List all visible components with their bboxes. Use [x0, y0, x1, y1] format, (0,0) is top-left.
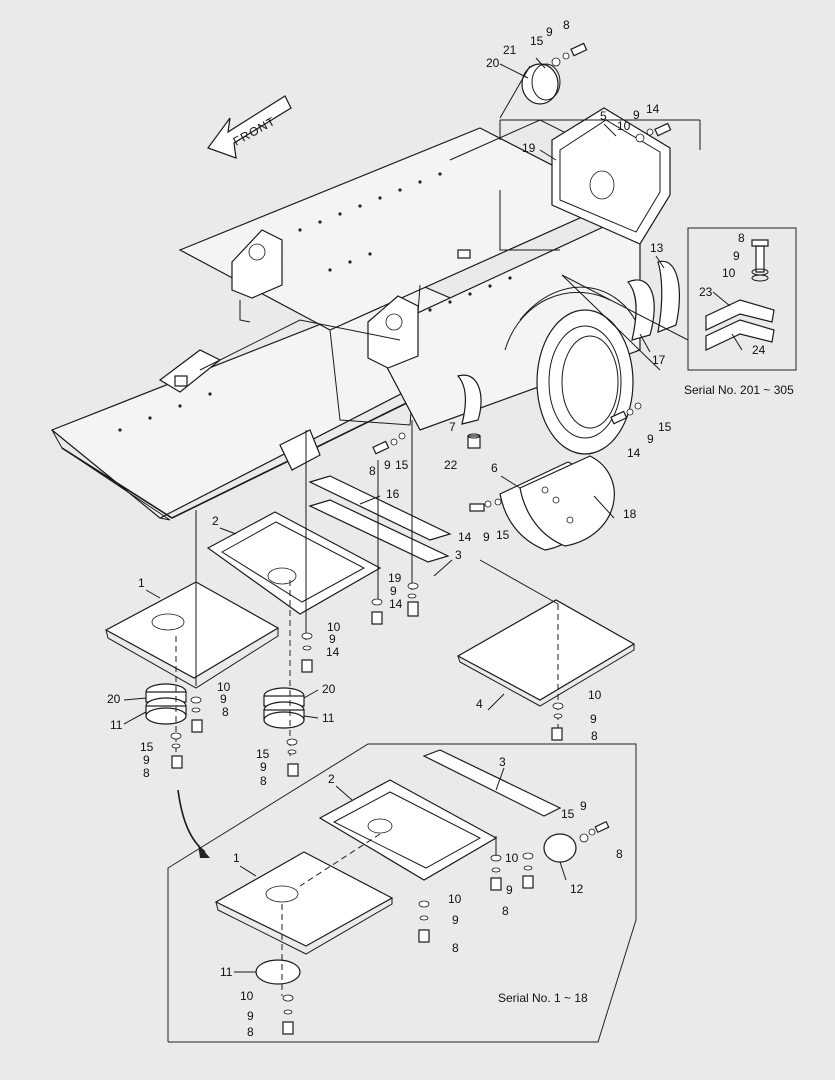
callout-8: 8 — [260, 774, 267, 788]
callout-14: 14 — [326, 645, 340, 659]
callout-14: 14 — [646, 102, 660, 116]
callout-15: 15 — [496, 528, 510, 542]
small-parts-7-22 — [456, 374, 482, 449]
callout-19: 19 — [388, 571, 402, 585]
callout-10: 10 — [505, 851, 519, 865]
callout-21: 21 — [503, 43, 517, 57]
callout-9: 9 — [733, 249, 740, 263]
inset-serial-201-305: Serial No. 201 ~ 305 — [684, 227, 797, 397]
fasteners-upper — [170, 402, 642, 777]
tray-2 — [206, 511, 382, 615]
callout-9: 9 — [580, 799, 587, 813]
callout-16: 16 — [386, 487, 400, 501]
callout-8: 8 — [369, 464, 376, 478]
callout-15: 15 — [561, 807, 575, 821]
callout-10: 10 — [722, 266, 736, 280]
inset-serial-1-18: Serial No. 1 ~ 18 — [167, 743, 637, 1043]
callout-20: 20 — [486, 56, 500, 70]
callout-9: 9 — [220, 692, 227, 706]
side-cover-plate — [551, 107, 672, 245]
callout-13: 13 — [650, 241, 664, 255]
callout-19: 19 — [522, 141, 536, 155]
callout-15: 15 — [530, 34, 544, 48]
callout-11: 11 — [110, 718, 123, 732]
callout-5: 5 — [600, 109, 607, 123]
mount-center — [263, 687, 305, 729]
callout-9: 9 — [546, 25, 553, 39]
callout-1: 1 — [138, 576, 145, 590]
callout-3: 3 — [455, 548, 462, 562]
callout-1: 1 — [233, 851, 240, 865]
callout-15: 15 — [256, 747, 270, 761]
plate-4 — [456, 599, 636, 707]
callout-8: 8 — [591, 729, 598, 743]
callout-9: 9 — [247, 1009, 254, 1023]
callout-22: 22 — [444, 458, 458, 472]
callout-10: 10 — [217, 680, 231, 694]
callout-10: 10 — [448, 892, 462, 906]
callout-8: 8 — [502, 904, 509, 918]
plate-1 — [104, 581, 280, 689]
callout-labels: 8 9 15 21 20 14 9 10 5 19 13 17 8 9 10 2… — [107, 18, 766, 1039]
callout-2: 2 — [212, 514, 219, 528]
callout-24: 24 — [752, 343, 766, 357]
callout-9: 9 — [647, 432, 654, 446]
callout-20: 20 — [107, 692, 121, 706]
leader-lines — [123, 57, 743, 973]
callout-9: 9 — [143, 753, 150, 767]
callout-10: 10 — [240, 989, 254, 1003]
callout-2: 2 — [328, 772, 335, 786]
callout-17: 17 — [652, 353, 666, 367]
callout-9: 9 — [384, 458, 391, 472]
callout-20: 20 — [322, 682, 336, 696]
callout-8: 8 — [222, 705, 229, 719]
callout-10: 10 — [588, 688, 602, 702]
callout-8: 8 — [247, 1025, 254, 1039]
callout-6: 6 — [491, 461, 498, 475]
front-arrow-icon: FRONT — [207, 95, 292, 159]
main-frame — [50, 119, 641, 521]
mount-left — [145, 683, 187, 725]
callout-14: 14 — [389, 597, 403, 611]
callout-11: 11 — [322, 711, 335, 725]
callout-8: 8 — [616, 847, 623, 861]
rails-16-3 — [308, 475, 452, 563]
semicircle-covers — [499, 455, 615, 551]
curved-plates — [626, 260, 681, 341]
callout-8: 8 — [452, 941, 459, 955]
callout-10: 10 — [327, 620, 341, 634]
callout-11: 11 — [220, 965, 233, 979]
callout-7: 7 — [449, 420, 456, 434]
callout-9: 9 — [390, 584, 397, 598]
callout-9: 9 — [483, 530, 490, 544]
callout-14: 14 — [458, 530, 472, 544]
callout-15: 15 — [140, 740, 154, 754]
callout-14: 14 — [627, 446, 641, 460]
callout-9: 9 — [590, 712, 597, 726]
callout-15: 15 — [658, 420, 672, 434]
serial-label-1-18: Serial No. 1 ~ 18 — [498, 991, 588, 1005]
callout-8: 8 — [738, 231, 745, 245]
callout-12: 12 — [570, 882, 584, 896]
callout-18: 18 — [623, 507, 637, 521]
callout-4: 4 — [476, 697, 483, 711]
callout-9: 9 — [633, 108, 640, 122]
callout-23: 23 — [699, 285, 713, 299]
callout-9: 9 — [452, 913, 459, 927]
callout-10: 10 — [617, 119, 631, 133]
callout-15: 15 — [395, 458, 409, 472]
callout-9: 9 — [506, 883, 513, 897]
callout-3: 3 — [499, 755, 506, 769]
callout-9: 9 — [260, 760, 267, 774]
callout-8: 8 — [143, 766, 150, 780]
serial-label-201-305: Serial No. 201 ~ 305 — [684, 383, 794, 397]
cover-plate-top — [499, 42, 588, 119]
callout-8: 8 — [563, 18, 570, 32]
callout-9: 9 — [329, 632, 336, 646]
